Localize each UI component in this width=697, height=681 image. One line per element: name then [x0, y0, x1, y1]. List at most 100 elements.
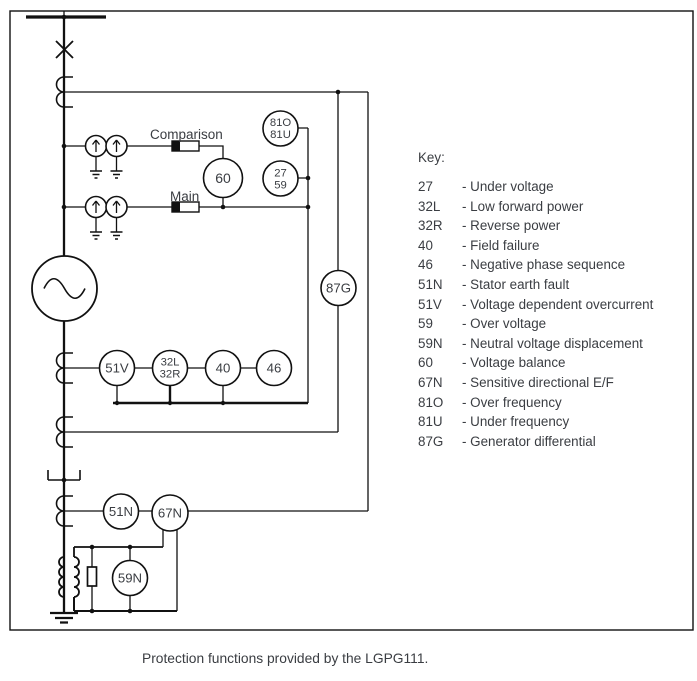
key-item: 40 - Field failure [418, 236, 653, 256]
vt-comparison-icon [84, 134, 128, 179]
relay-59n-label: 59N [118, 571, 142, 586]
key-desc: - Voltage balance [462, 355, 566, 371]
key-item: 51N- Stator earth fault [418, 275, 653, 295]
sine-wave-icon [43, 277, 86, 300]
key-desc: - Voltage dependent overcurrent [462, 296, 654, 312]
key-desc: - Negative phase sequence [462, 257, 626, 273]
key-desc: - Under voltage [462, 179, 554, 194]
key-term: 60 [418, 355, 433, 371]
relay-59-label: 59 [274, 180, 287, 192]
key-item: 67N - Sensitive directional E/F [418, 373, 653, 393]
vt-arrow-icons [91, 139, 121, 152]
relay-67n [151, 494, 189, 532]
key-item: 60 - Voltage balance [418, 353, 653, 373]
stacked-relay-labels: 81O 81U 27 59 32L 32R [160, 117, 292, 381]
fuse-main-icon [171, 201, 200, 213]
relay-46 [255, 349, 293, 387]
ct2-icon [55, 352, 73, 384]
key-desc: - Low forward power [462, 198, 584, 214]
secondary-winding-icon [73, 556, 80, 598]
key-term: 59 [418, 316, 433, 332]
key-title: Key: [418, 150, 445, 165]
key-term: 59N [418, 335, 443, 351]
main-ground-icon [50, 611, 78, 624]
ct4-icon [55, 495, 73, 527]
ct1-icon [55, 76, 73, 108]
wires [26, 11, 369, 613]
relay-46-label: 46 [267, 361, 282, 376]
relay-87g-label: 87G [326, 281, 351, 296]
key-desc: - Field failure [462, 237, 540, 253]
key-item: 59 - Over voltage [418, 314, 653, 334]
neutral-bottom-wire [73, 597, 177, 612]
key-item: 81U - Under frequency [418, 412, 653, 432]
key-panel: Key: 27 - Under voltage 32L - Low forward … [418, 148, 653, 451]
key-item: 51V - Voltage dependent overcurrent [418, 295, 653, 315]
key-term: 32R [418, 218, 443, 234]
vt-ground-icons [90, 170, 123, 179]
diagram-labels: Comparison Main [150, 127, 223, 204]
relay-51n [102, 493, 140, 530]
key-desc: - Sensitive directional E/F [462, 374, 614, 390]
key-item: 59N - Neutral voltage displacement [418, 334, 653, 354]
figure-caption: Protection functions provided by the LGP… [142, 651, 429, 666]
key-item: 32R - Reverse power [418, 216, 653, 236]
relay-60 [202, 157, 244, 199]
relay-32r-label: 32R [160, 369, 181, 381]
key-desc: - Generator differential [462, 433, 596, 449]
key-item: 87G - Generator differential [418, 432, 653, 452]
relay-40-label: 40 [216, 361, 231, 376]
junction-dots [61, 14, 341, 614]
fuse-comparison-icon [171, 140, 200, 152]
key-item: 46 - Negative phase sequence [418, 255, 653, 275]
main-label: Main [170, 189, 199, 204]
relay-67n-label: 67N [158, 506, 182, 521]
key-item: 81O - Over frequency [418, 393, 653, 413]
key-term: 87G [418, 433, 444, 449]
key-term: 32L [418, 198, 441, 214]
key-desc: - Over frequency [462, 394, 562, 410]
relay-51v-label: 51V [105, 361, 129, 376]
relay-87g [320, 269, 357, 307]
vt-ground-icons [90, 231, 123, 240]
relay-59n [111, 559, 149, 597]
key-desc: - Neutral voltage displacement [462, 335, 643, 351]
relay-81o-81u [262, 110, 299, 147]
vt-main-icon [84, 195, 128, 240]
relay-27-59 [262, 160, 299, 197]
relay-60-label: 60 [215, 170, 231, 186]
diagram-border [9, 10, 694, 631]
neutral-top-wire [73, 546, 163, 557]
key-desc: - Over voltage [462, 316, 547, 332]
key-term: 81O [418, 394, 444, 410]
key-term: 81U [418, 414, 443, 430]
relay-51n-label: 51N [109, 504, 133, 519]
comparison-label: Comparison [150, 127, 223, 142]
relay-27-label: 27 [274, 168, 287, 180]
relay-81o-label: 81O [270, 117, 292, 129]
key-term: 51V [418, 296, 442, 312]
key-desc: - Reverse power [462, 218, 561, 234]
neutral-resistor-icon [86, 566, 98, 587]
vt-arrow-icons [91, 200, 121, 213]
circuit-breaker-icon [55, 40, 74, 59]
key-term: 46 [418, 257, 433, 273]
differential-wire [64, 92, 339, 433]
key-item: 32L - Low forward power [418, 197, 653, 217]
relay-labels: 60 87G 51V 40 46 51N 67N 59N [105, 170, 351, 586]
earthing-transformer-icon [58, 556, 80, 598]
ct-icons [55, 76, 73, 527]
relay-32l-label: 32L [161, 357, 180, 369]
key-desc: - Under frequency [462, 414, 570, 430]
key-term: 40 [418, 237, 433, 253]
ct3-icon [55, 416, 73, 448]
key-desc: - Stator earth fault [462, 276, 570, 292]
key-item: 27 - Under voltage [418, 177, 653, 197]
key-term: 27 [418, 179, 433, 194]
key-term: 67N [418, 374, 443, 390]
relay-circles [98, 110, 357, 597]
relay-81u-label: 81U [270, 129, 291, 141]
relay-51v [98, 349, 136, 387]
